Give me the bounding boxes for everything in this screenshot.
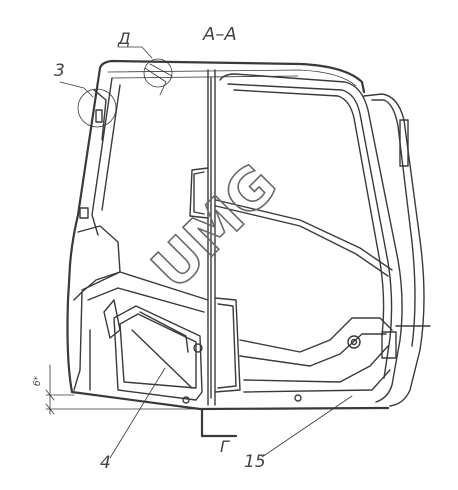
callout-4: 4 <box>100 453 111 473</box>
section-title: A–A <box>202 24 237 45</box>
callout-15: 15 <box>244 452 266 472</box>
door-pillar <box>189 69 241 406</box>
callout-d: Д <box>117 29 131 48</box>
leader-lines <box>59 46 353 459</box>
cabin-outer-shell <box>66 59 390 411</box>
floor-console <box>239 317 431 402</box>
callout-g: Г <box>220 437 230 456</box>
lower-console <box>81 271 209 404</box>
floor-dimension <box>45 364 213 415</box>
dimension-label: б* <box>33 375 43 386</box>
rear-rail <box>363 93 425 407</box>
callout-3: 3 <box>54 61 65 81</box>
section-mark-g <box>200 408 238 438</box>
left-pillar <box>73 77 121 391</box>
door-frame <box>215 73 403 403</box>
